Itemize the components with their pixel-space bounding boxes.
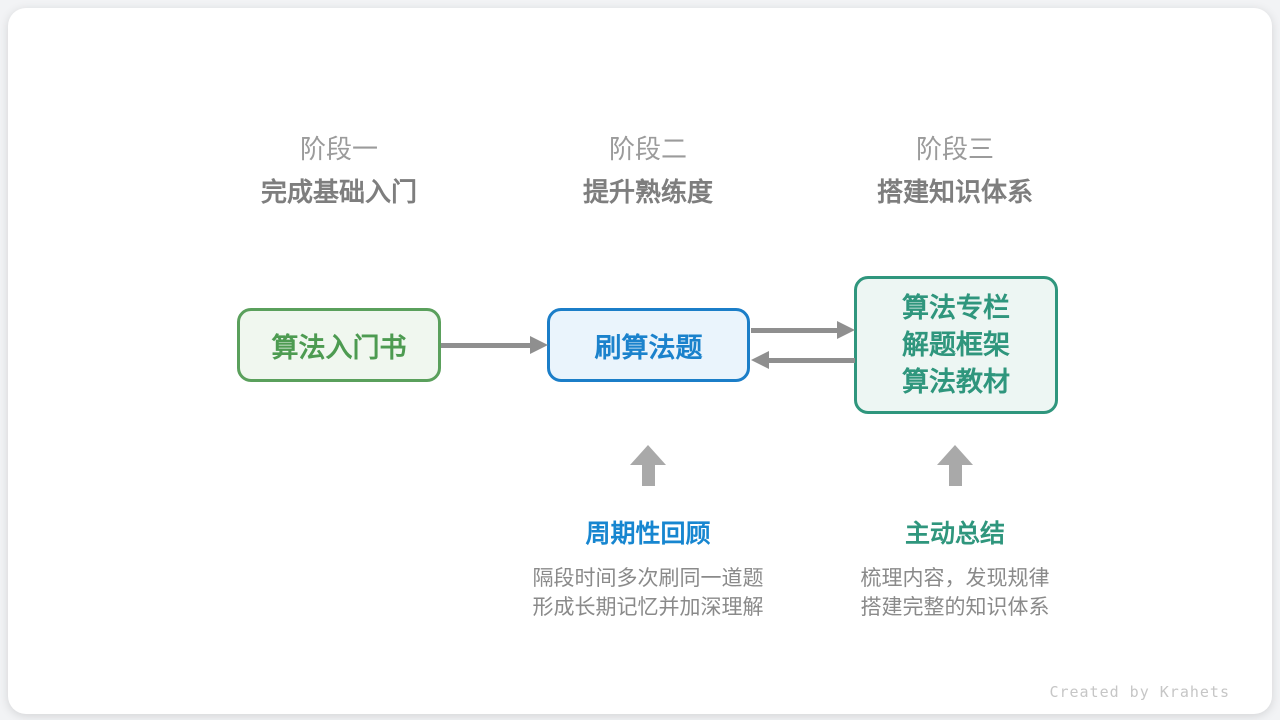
arrow-shaft bbox=[441, 342, 536, 348]
arrow-left-icon bbox=[751, 351, 855, 369]
stage-1-header: 阶段一 完成基础入门 bbox=[189, 134, 489, 207]
stage-2-label: 阶段二 bbox=[608, 134, 687, 164]
node-knowledge-resources: 算法专栏 解题框架 算法教材 bbox=[854, 276, 1058, 414]
arrow-up-stem bbox=[641, 465, 655, 486]
node-knowledge-line-2: 解题框架 bbox=[902, 329, 1010, 360]
node-knowledge-line-3: 算法教材 bbox=[902, 366, 1010, 397]
annotation-active-summary-title: 主动总结 bbox=[904, 520, 1005, 548]
node-intro-book-label: 算法入门书 bbox=[271, 332, 407, 363]
desc-line: 梳理内容，发现规律 bbox=[860, 567, 1050, 590]
arrow-head-right bbox=[530, 336, 548, 354]
arrow-up-icon bbox=[937, 445, 973, 486]
desc-line: 搭建完整的知识体系 bbox=[860, 596, 1050, 619]
arrow-shaft bbox=[763, 357, 855, 363]
stage-1-label: 阶段一 bbox=[299, 134, 378, 164]
node-practice-problems-label: 刷算法题 bbox=[594, 332, 703, 363]
arrow-head-right bbox=[837, 321, 855, 339]
node-knowledge-line-1: 算法专栏 bbox=[902, 292, 1010, 323]
annotation-periodic-review-title: 周期性回顾 bbox=[585, 520, 711, 548]
stage-1-subtitle: 完成基础入门 bbox=[260, 177, 417, 207]
arrow-up-head bbox=[630, 445, 666, 465]
node-intro-book: 算法入门书 bbox=[237, 308, 441, 382]
arrow-right-icon bbox=[441, 336, 548, 354]
stage-2-header: 阶段二 提升熟练度 bbox=[498, 134, 798, 207]
arrow-right-icon bbox=[751, 321, 855, 339]
arrow-up-stem bbox=[948, 465, 962, 486]
annotation-active-summary-desc: 梳理内容，发现规律 搭建完整的知识体系 bbox=[795, 564, 1115, 622]
arrow-up-icon bbox=[630, 445, 666, 486]
annotation-periodic-review: 周期性回顾 隔段时间多次刷同一道题 形成长期记忆并加深理解 bbox=[488, 518, 808, 622]
arrow-shaft bbox=[751, 327, 843, 333]
arrow-up-head bbox=[937, 445, 973, 465]
credit-text: Created by Krahets bbox=[1049, 683, 1230, 701]
desc-line: 形成长期记忆并加深理解 bbox=[532, 596, 764, 619]
annotation-active-summary: 主动总结 梳理内容，发现规律 搭建完整的知识体系 bbox=[795, 518, 1115, 622]
stage-3-subtitle: 搭建知识体系 bbox=[876, 177, 1033, 207]
diagram-card: 阶段一 完成基础入门 阶段二 提升熟练度 阶段三 搭建知识体系 算法入门书 刷算… bbox=[8, 8, 1272, 714]
annotation-periodic-review-desc: 隔段时间多次刷同一道题 形成长期记忆并加深理解 bbox=[488, 564, 808, 622]
stage-3-header: 阶段三 搭建知识体系 bbox=[805, 134, 1105, 207]
node-practice-problems: 刷算法题 bbox=[547, 308, 750, 382]
arrow-head-left bbox=[751, 351, 769, 369]
desc-line: 隔段时间多次刷同一道题 bbox=[532, 567, 764, 590]
stage-3-label: 阶段三 bbox=[915, 134, 994, 164]
stage-2-subtitle: 提升熟练度 bbox=[582, 177, 713, 207]
